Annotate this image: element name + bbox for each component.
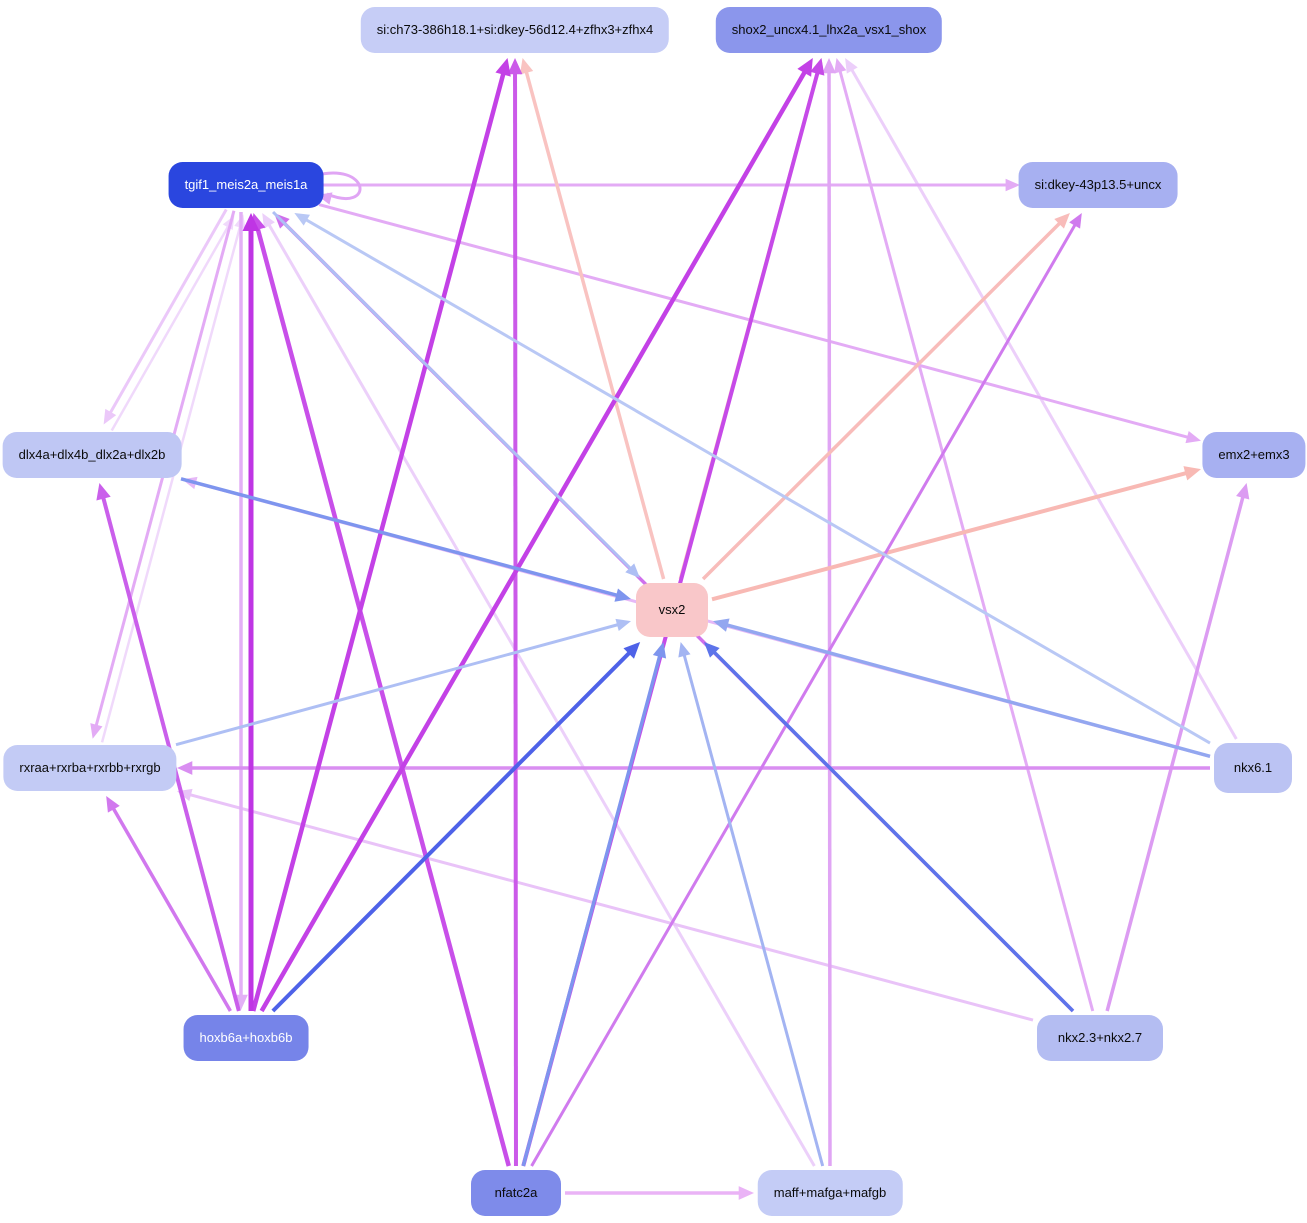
edge-maff-to-vsx2 — [682, 653, 825, 1167]
node-rxraa[interactable]: rxraa+rxrba+rxrbb+rxrgb — [3, 745, 177, 791]
node-tgif1[interactable]: tgif1_meis2a_meis1a — [168, 162, 324, 208]
edge-nfatc2a-to-vsx2-arrowhead — [652, 642, 667, 659]
node-label: shox2_uncx4.1_lhx2a_vsx1_shox — [731, 21, 927, 37]
edge-tgif1-to-dlx4a — [108, 208, 228, 415]
edge-nfatc2a-to-si_ch73 — [513, 72, 518, 1167]
node-label: tgif1_meis2a_meis1a — [184, 176, 308, 192]
edge-rxraa-to-tgif1 — [100, 225, 242, 743]
edge-dlx4a-to-tgif1 — [110, 224, 230, 432]
edge-hoxb6a-to-vsx2 — [271, 650, 632, 1013]
node-label: si:dkey-43p13.5+uncx — [1034, 176, 1162, 192]
node-dlx4a[interactable]: dlx4a+dlx4b_dlx2a+dlx2b — [2, 432, 182, 478]
node-si_ch73[interactable]: si:ch73-386h18.1+si:dkey-56d12.4+zfhx3+z… — [360, 7, 670, 53]
node-label: vsx2 — [658, 601, 686, 617]
node-label: nkx6.1 — [1233, 759, 1273, 775]
edge-nkx2_3-to-rxraa — [188, 793, 1034, 1022]
edge-maff-to-vsx2-arrowhead — [678, 642, 691, 658]
node-si_dkey43[interactable]: si:dkey-43p13.5+uncx — [1018, 162, 1178, 208]
edge-tgif1-to-rxraa-arrowhead — [90, 723, 103, 739]
edge-nkx2_3-to-emx2 — [1105, 495, 1245, 1012]
edge-nkx2_3-to-vsx2 — [712, 650, 1075, 1013]
node-label: hoxb6a+hoxb6b — [199, 1029, 293, 1045]
edge-nkx6_1-to-vsx2-arrowhead — [713, 618, 730, 632]
edge-maff-to-tgif1 — [267, 222, 816, 1167]
edge-nfatc2a-to-shox2-arrowhead — [810, 58, 825, 76]
edge-maff-to-shox2 — [827, 71, 832, 1167]
edge-hoxb6a-to-shox2-arrowhead — [797, 58, 813, 77]
edge-tgif1-to-tgif1 — [312, 171, 362, 200]
edge-tgif1-to-emx2 — [318, 203, 1190, 440]
node-emx2[interactable]: emx2+emx3 — [1202, 432, 1306, 478]
node-label: maff+mafga+mafgb — [773, 1184, 887, 1200]
node-label: dlx4a+dlx4b_dlx2a+dlx2b — [18, 446, 166, 462]
edge-hoxb6a-to-tgif1-arrowhead — [242, 213, 260, 231]
node-nkx6_1[interactable]: nkx6.1 — [1214, 743, 1292, 793]
node-vsx2[interactable]: vsx2 — [636, 583, 708, 637]
edge-nfatc2a-to-si_ch73-arrowhead — [507, 58, 523, 75]
edge-vsx2-to-si_dkey43-arrowhead — [1054, 213, 1070, 229]
edge-nfatc2a-to-maff-arrowhead — [738, 1186, 754, 1200]
node-label: rxraa+rxrba+rxrbb+rxrgb — [19, 759, 161, 775]
edge-nkx6_1-to-tgif1 — [304, 217, 1211, 745]
edge-vsx2-to-emx2-arrowhead — [1183, 466, 1201, 481]
node-nfatc2a[interactable]: nfatc2a — [471, 1170, 561, 1216]
edge-rxraa-to-vsx2-arrowhead — [615, 618, 631, 631]
edge-hoxb6a-to-si_ch73 — [251, 72, 506, 1012]
edge-nkx2_3-to-shox2-arrowhead — [834, 58, 847, 74]
edge-maff-to-tgif1-arrowhead — [262, 213, 275, 229]
edge-nfatc2a-to-tgif1 — [255, 227, 511, 1167]
node-maff[interactable]: maff+mafga+mafgb — [757, 1170, 903, 1216]
edge-tgif1-to-vsx2-arrowhead — [625, 563, 640, 578]
edge-hoxb6a-to-rxraa — [111, 806, 232, 1012]
node-label: nkx2.3+nkx2.7 — [1057, 1029, 1143, 1045]
edge-hoxb6a-to-rxraa-arrowhead — [106, 796, 120, 813]
edge-nkx6_1-to-shox2 — [849, 68, 1238, 740]
node-hoxb6a[interactable]: hoxb6a+hoxb6b — [183, 1015, 309, 1061]
edge-hoxb6a-to-vsx2-arrowhead — [623, 642, 641, 659]
edge-nkx2_3-to-shox2 — [838, 69, 1095, 1012]
node-label: nfatc2a — [494, 1184, 538, 1200]
edge-nkx6_1-to-shox2-arrowhead — [845, 58, 858, 74]
edge-rxraa-to-vsx2 — [175, 622, 620, 747]
node-label: emx2+emx3 — [1218, 446, 1290, 462]
edge-tgif1-to-si_dkey43-arrowhead — [1005, 178, 1020, 192]
edge-nkx6_1-to-rxraa-arrowhead — [177, 761, 193, 775]
edge-nkx2_3-to-emx2-arrowhead — [1236, 483, 1250, 500]
edge-nkx6_1-to-vsx2 — [725, 622, 1211, 758]
edge-vsx2-to-si_dkey43 — [701, 221, 1062, 581]
edge-vsx2-to-si_ch73 — [524, 70, 666, 580]
edge-dlx4a-to-vsx2-arrowhead — [614, 588, 631, 602]
edge-nfatc2a-to-vsx2 — [521, 654, 662, 1167]
edge-hoxb6a-to-dlx4a-arrowhead — [96, 483, 111, 501]
edge-vsx2-to-si_ch73-arrowhead — [519, 58, 534, 75]
edge-nkx2_3-to-vsx2-arrowhead — [704, 642, 720, 658]
edge-tgif1-to-dlx4a-arrowhead — [103, 408, 117, 425]
edge-hoxb6a-to-shox2 — [259, 69, 808, 1013]
edge-tgif1-to-emx2-arrowhead — [1185, 430, 1201, 444]
node-nkx2_3[interactable]: nkx2.3+nkx2.7 — [1037, 1015, 1163, 1061]
node-shox2[interactable]: shox2_uncx4.1_lhx2a_vsx1_shox — [715, 7, 943, 53]
edge-nfatc2a-to-si_dkey43 — [530, 222, 1077, 1167]
node-label: si:ch73-386h18.1+si:dkey-56d12.4+zfhx3+z… — [376, 21, 654, 37]
edge-maff-to-shox2-arrowhead — [822, 58, 836, 74]
edge-hoxb6a-to-si_ch73-arrowhead — [495, 58, 511, 77]
edge-nfatc2a-to-si_dkey43-arrowhead — [1069, 213, 1082, 229]
edge-nkx6_1-to-tgif1-arrowhead — [294, 213, 310, 226]
edge-dlx4a-to-vsx2 — [180, 477, 619, 598]
edge-tgif1-to-vsx2 — [272, 210, 633, 571]
edge-vsx2-to-emx2 — [711, 470, 1188, 602]
